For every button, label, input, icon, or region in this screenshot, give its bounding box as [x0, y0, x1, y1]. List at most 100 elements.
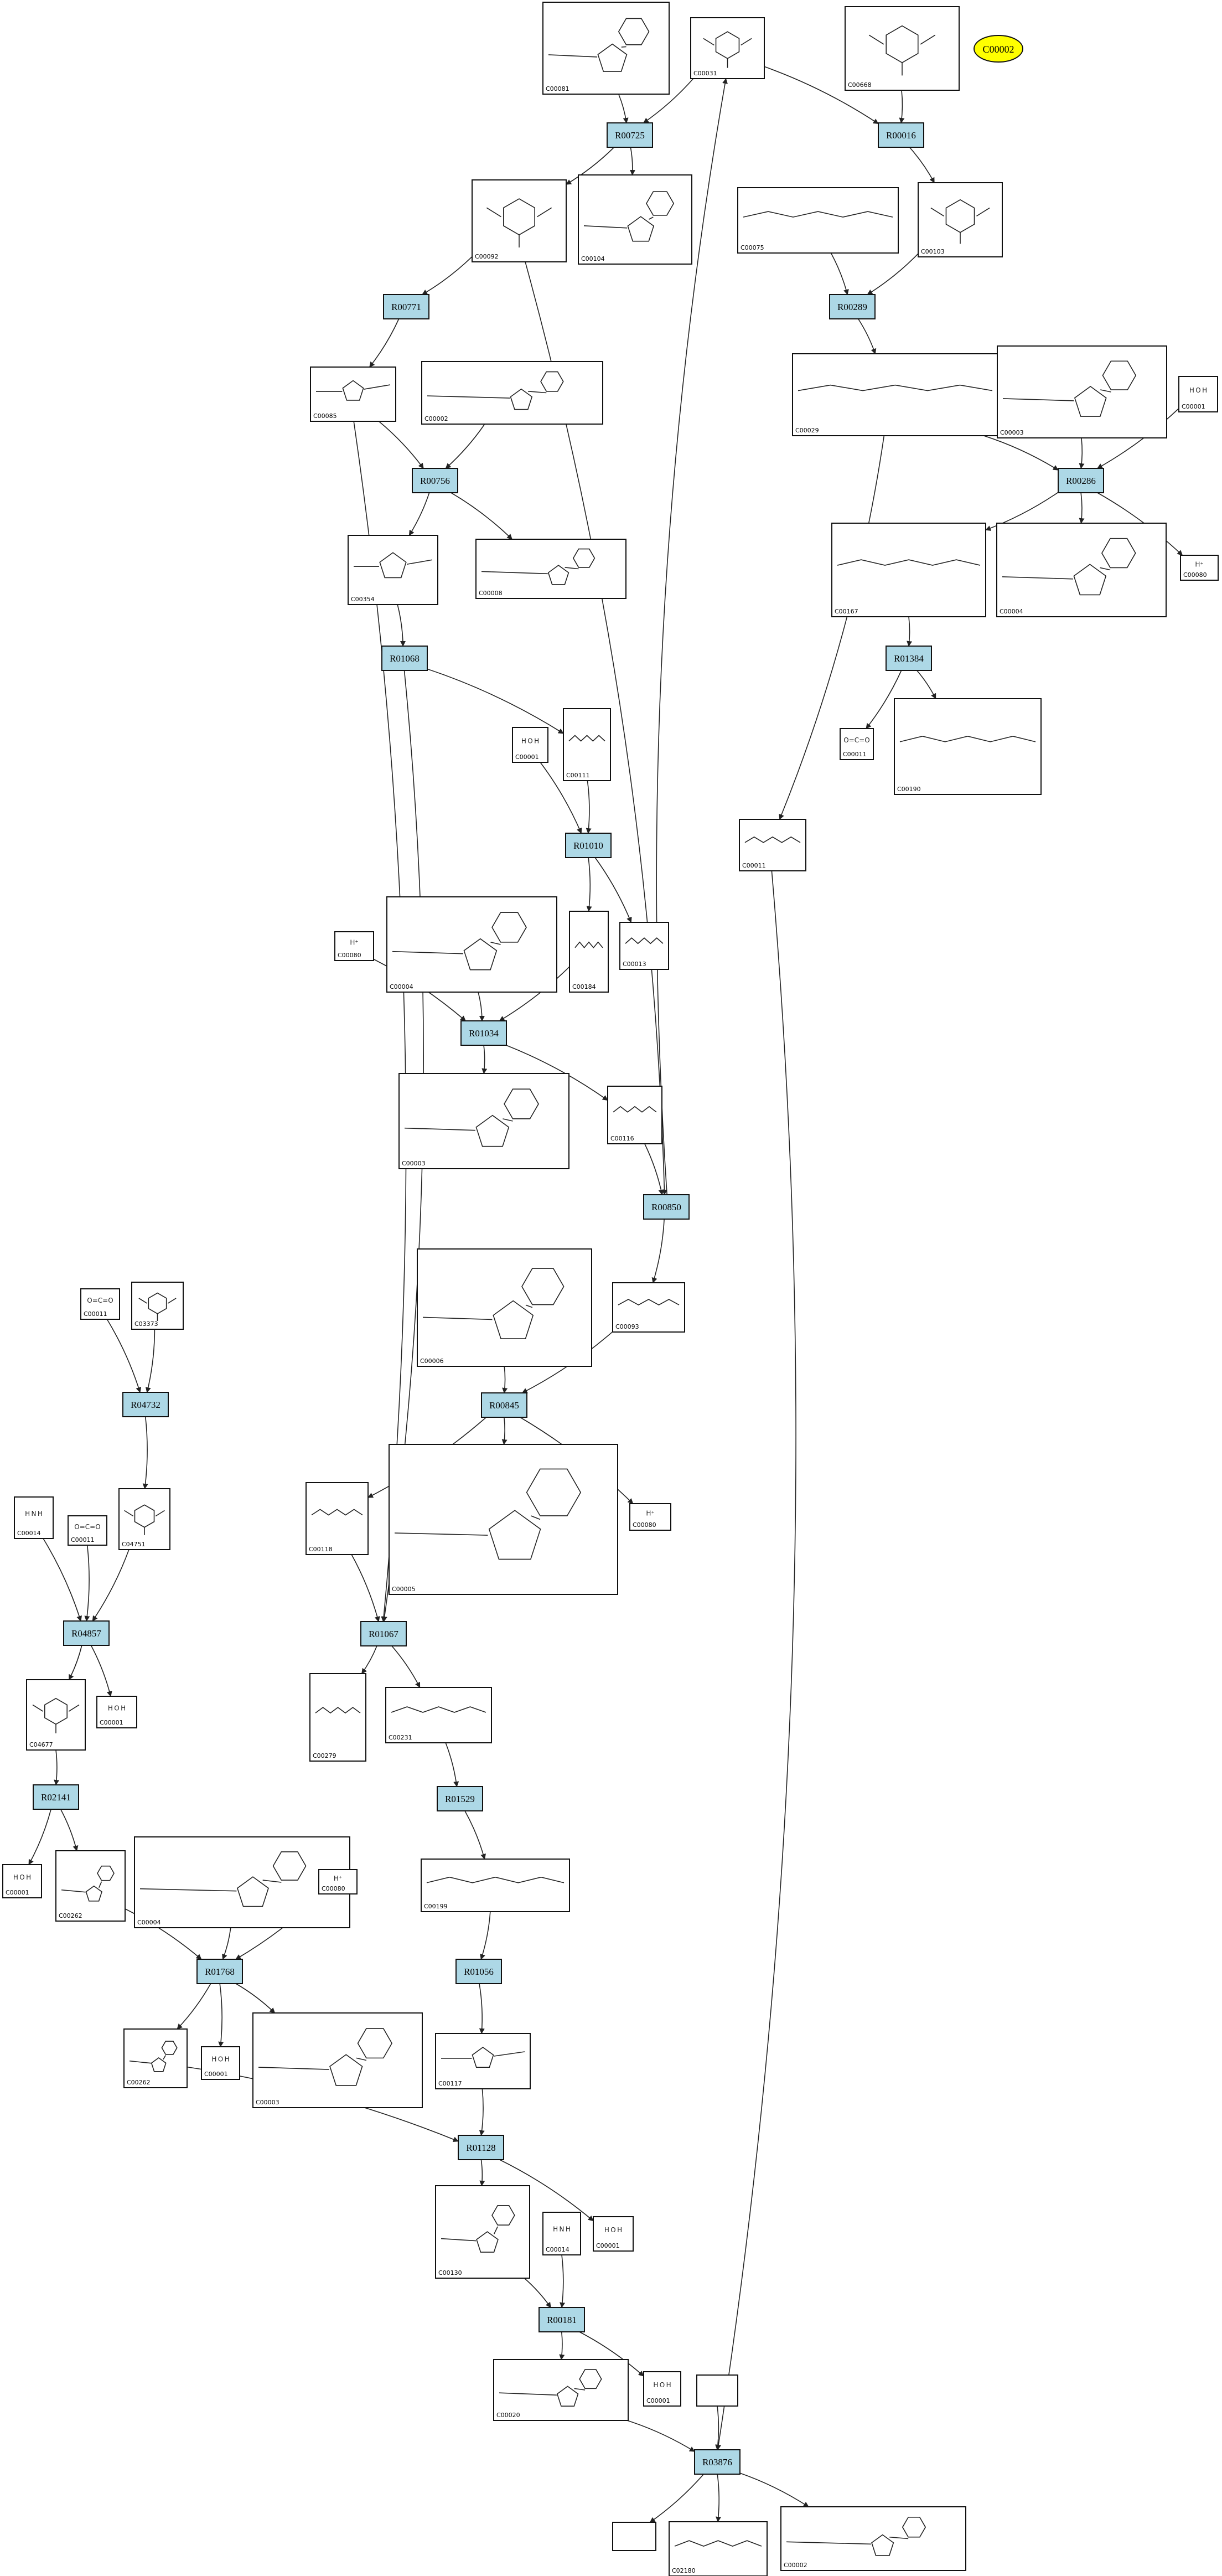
compound-node-c_dhap[interactable]: C00184	[569, 911, 609, 993]
compound-label: C00003	[256, 2099, 279, 2106]
reaction-node-r03876[interactable]: R03876	[694, 2449, 741, 2475]
compound-node-c_f6p[interactable]: C00085	[310, 366, 396, 422]
compound-node-c_ru5p[interactable]: C00199	[421, 1859, 570, 1912]
compound-node-c_cair[interactable]: C04751	[118, 1488, 170, 1550]
compound-node-c_ga3p[interactable]: C00118	[306, 1482, 369, 1555]
compound-node-c_ino[interactable]: C00130	[435, 2185, 530, 2279]
reaction-node-r00286[interactable]: R00286	[1058, 468, 1104, 493]
edge-r03876-c_empty_b	[649, 2474, 705, 2523]
edge-c_r5p_b-r01128	[479, 2088, 485, 2136]
compound-node-c_g3p[interactable]: C00111	[563, 708, 611, 781]
reaction-label: R01768	[205, 1966, 235, 1977]
reaction-node-r04732[interactable]: R04732	[122, 1392, 169, 1417]
reaction-node-r01068[interactable]: R01068	[381, 646, 428, 671]
compound-node-c_atp_b[interactable]: C00002	[780, 2506, 966, 2571]
reaction-node-r00771[interactable]: R00771	[383, 294, 429, 319]
compound-node-c_air[interactable]: C03373	[131, 1282, 184, 1330]
reaction-node-r00725[interactable]: R00725	[607, 122, 653, 148]
reaction-node-r04857[interactable]: R04857	[63, 1620, 110, 1646]
compound-node-c_h_a[interactable]: H⁺C00080	[1180, 555, 1219, 581]
compound-node-c_nadph[interactable]: C00005	[389, 1444, 618, 1595]
substituent-bonds	[138, 1298, 177, 1321]
compound-node-c_udp[interactable]: C00075	[737, 187, 899, 254]
compound-node-c_nadh_b[interactable]: C00004	[386, 896, 557, 993]
compound-node-c_e4p[interactable]: C00279	[309, 1673, 366, 1762]
compound-node-c_f6p_a[interactable]: C00103	[918, 182, 1003, 257]
compound-node-c_udpg[interactable]: C00029	[792, 353, 998, 436]
chain-bonds	[499, 2388, 586, 2396]
compound-node-c_fbp[interactable]: C00354	[348, 535, 438, 605]
reaction-node-r00845[interactable]: R00845	[481, 1392, 527, 1418]
reaction-node-r01529[interactable]: R01529	[437, 1786, 483, 1811]
reaction-node-r00850[interactable]: R00850	[643, 1194, 690, 1220]
compound-node-c_empty_a[interactable]	[696, 2374, 738, 2407]
compound-label: C03373	[134, 1320, 158, 1328]
compound-node-c_r5p_b[interactable]: C00117	[435, 2033, 531, 2089]
reaction-node-r00756[interactable]: R00756	[412, 468, 458, 493]
highlight-node[interactable]: C00002	[974, 35, 1023, 63]
compound-label: C00085	[313, 412, 337, 420]
compound-box	[435, 2033, 531, 2089]
reaction-node-r01384[interactable]: R01384	[886, 646, 932, 671]
compound-node-c_h_b[interactable]: H⁺C00080	[334, 931, 374, 961]
compound-node-c_nadh_a[interactable]: C00004	[996, 523, 1167, 617]
compound-node-c_h_d[interactable]: H⁺C00080	[318, 1869, 358, 1894]
compound-label: C04677	[29, 1741, 53, 1748]
compound-node-c_adp[interactable]: C00008	[475, 539, 626, 599]
compound-node-c_glyp[interactable]: C00093	[612, 1282, 685, 1333]
compound-node-c_top_g6p[interactable]: C00668	[845, 6, 960, 91]
compound-node-c_atp[interactable]: C00002	[421, 361, 603, 425]
compound-node-c_nad[interactable]: C00003	[997, 345, 1167, 438]
edge-c_ga3p-r01067	[351, 1554, 380, 1622]
reaction-node-r01128[interactable]: R01128	[458, 2135, 504, 2160]
reaction-node-r01768[interactable]: R01768	[196, 1959, 243, 1984]
reaction-node-r01010[interactable]: R01010	[565, 833, 612, 858]
compound-node-c_g6p[interactable]: C00092	[472, 179, 567, 262]
compound-node-c_nad_b[interactable]: C00003	[398, 1073, 569, 1169]
compound-node-c_idp[interactable]: C00104	[578, 174, 692, 265]
compound-node-c_nadp[interactable]: C00006	[417, 1248, 592, 1367]
compound-node-c_udpga[interactable]: C00167	[831, 523, 986, 617]
reaction-label: R01067	[369, 1629, 398, 1639]
reaction-node-r01034[interactable]: R01034	[460, 1020, 507, 1046]
edge-c_f6p-r00756	[378, 421, 424, 469]
compound-node-c_xu5p[interactable]: C00231	[385, 1687, 492, 1743]
compound-node-c_amp[interactable]: C00020	[493, 2359, 629, 2421]
compound-node-c_top_glc[interactable]: C00031	[690, 17, 765, 79]
compound-node-c_glycerol[interactable]: C00116	[607, 1086, 662, 1144]
compound-node-c_pi[interactable]: C00013	[619, 922, 669, 970]
small-molecule-formula: H⁺	[646, 1510, 654, 1517]
edge-r00756-c_fbp	[408, 492, 430, 536]
reaction-node-r00181[interactable]: R00181	[538, 2307, 585, 2332]
compound-node-c_h_c[interactable]: H⁺C00080	[629, 1503, 671, 1531]
small-molecule-formula: H O H	[653, 2381, 671, 2389]
compound-node-c_pyr[interactable]: C00011	[739, 819, 806, 871]
compound-node-c_hx[interactable]: C00262	[55, 1850, 126, 1922]
reaction-node-r00289[interactable]: R00289	[829, 294, 876, 319]
compound-node-c_hx2[interactable]: C00262	[123, 2028, 188, 2088]
compound-label: C00262	[59, 1912, 82, 1919]
reaction-node-r00016[interactable]: R00016	[878, 122, 924, 148]
reaction-node-r01056[interactable]: R01056	[455, 1959, 502, 1984]
compound-node-c_empty_b[interactable]	[612, 2522, 656, 2551]
reaction-node-r01067[interactable]: R01067	[360, 1621, 407, 1646]
compound-node-c_top_itp[interactable]: C00081	[542, 2, 670, 95]
reaction-node-r02141[interactable]: R02141	[33, 1784, 79, 1810]
compound-node-c_aicar[interactable]: C04677	[26, 1679, 86, 1751]
compound-node-c_arg[interactable]: C02180	[669, 2521, 768, 2576]
compound-node-c_nad_c[interactable]: C00003	[252, 2012, 423, 2108]
compound-node-c_udpx[interactable]: C00190	[894, 698, 1042, 795]
compound-node-c_nadh_c[interactable]: C00004	[134, 1836, 350, 1928]
